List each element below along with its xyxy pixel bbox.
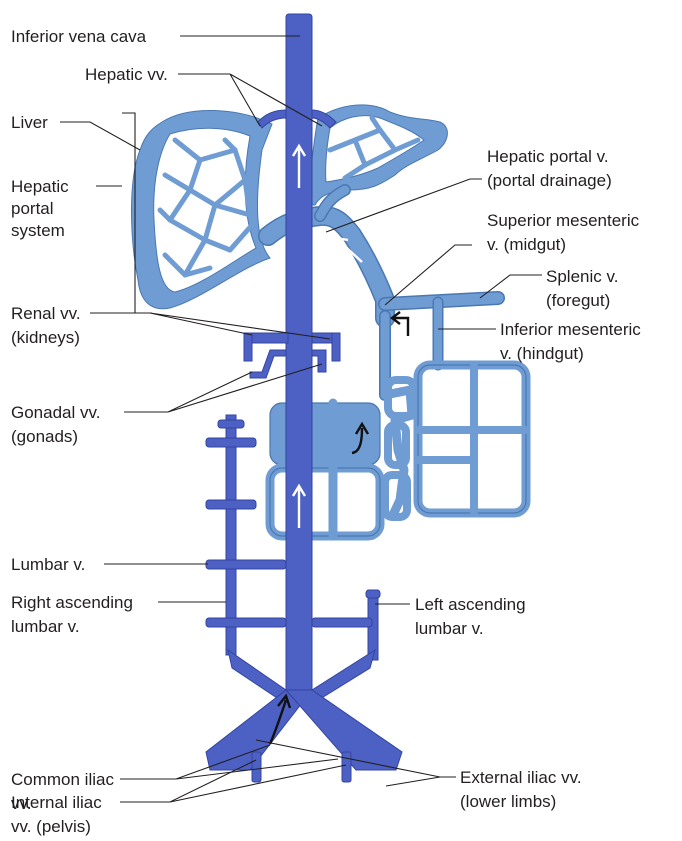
label-right-ascending-lumbar-2: lumbar v.: [11, 617, 80, 636]
label-inferior-mesenteric-2: v. (hindgut): [500, 344, 584, 363]
label-common-iliac-1: Common iliac: [11, 770, 114, 789]
label-left-ascending-lumbar-2: lumbar v.: [415, 619, 484, 638]
liver-left-network: [160, 140, 252, 275]
label-hepatic-portal-v-2: (portal drainage): [487, 171, 612, 190]
label-splenic-v-2: (foregut): [546, 291, 610, 310]
label-external-iliac-2: (lower limbs): [460, 792, 556, 811]
label-internal-iliac-2: vv. (pelvis): [11, 817, 91, 836]
label-hepatic-portal-v-1: Hepatic portal v.: [487, 147, 609, 166]
label-gonadal-vv-1: Gonadal vv.: [11, 403, 100, 422]
label-renal-vv-2: (kidneys): [11, 328, 80, 347]
label-superior-mesenteric-1: Superior mesenteric: [487, 211, 640, 230]
label-left-ascending-lumbar-1: Left ascending: [415, 595, 526, 614]
label-splenic-v-1: Splenic v.: [546, 267, 618, 286]
inferior-mesenteric-arcades: [418, 365, 526, 513]
inferior-vena-cava-vessel: [286, 14, 312, 704]
label-hepatic-portal-system-3: system: [11, 221, 65, 240]
label-hepatic-portal-system-1: Hepatic: [11, 177, 69, 196]
label-inferior-vena-cava: Inferior vena cava: [11, 27, 147, 46]
label-external-iliac-1: External iliac vv.: [460, 768, 582, 787]
gonadal-vein-right: [250, 350, 286, 378]
label-lumbar-v: Lumbar v.: [11, 555, 85, 574]
label-right-ascending-lumbar-1: Right ascending: [11, 593, 133, 612]
portal-system: [132, 105, 527, 536]
label-hepatic-vv: Hepatic vv.: [85, 65, 168, 84]
lumbar-vein-vessel: [206, 560, 286, 569]
label-liver: Liver: [11, 113, 48, 132]
label-renal-vv-1: Renal vv.: [11, 304, 81, 323]
gonadal-vein-left: [312, 350, 326, 372]
label-inferior-mesenteric-1: Inferior mesenteric: [500, 320, 641, 339]
label-internal-iliac-1: Internal iliac: [11, 793, 102, 812]
label-hepatic-portal-system-2: portal: [11, 199, 54, 218]
label-superior-mesenteric-2: v. (midgut): [487, 235, 566, 254]
label-gonadal-vv-2: (gonads): [11, 427, 78, 446]
